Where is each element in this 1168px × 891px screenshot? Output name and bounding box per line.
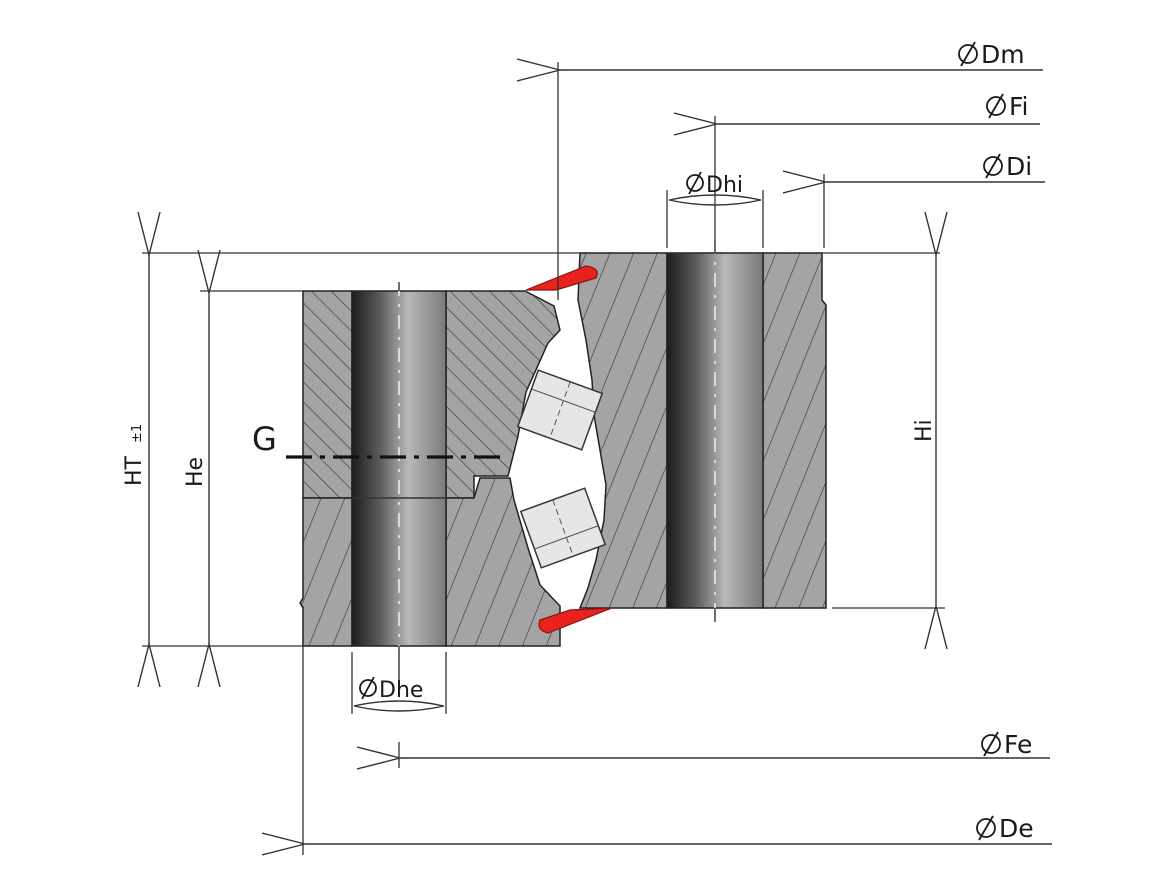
roller-lower xyxy=(519,487,607,569)
dhe-span xyxy=(353,700,445,712)
inner-ring xyxy=(577,252,827,609)
label-g: G xyxy=(252,420,277,458)
dimension-lines xyxy=(149,70,1052,844)
label-fe: Fe xyxy=(1004,730,1032,759)
label-dhe: Dhe xyxy=(379,678,423,703)
label-ht: HT xyxy=(122,455,147,486)
label-he: He xyxy=(183,457,208,487)
diameter-symbol-icon xyxy=(359,41,1006,841)
outer-ring xyxy=(299,290,561,647)
label-di: Di xyxy=(1006,152,1032,181)
label-dhi: Dhi xyxy=(706,173,743,198)
label-ht-tolerance: ±1 xyxy=(130,424,145,443)
seal-bottom xyxy=(538,607,613,634)
extension-lines xyxy=(142,62,945,855)
seal-top xyxy=(525,265,598,291)
label-de: De xyxy=(999,814,1034,843)
label-fi: Fi xyxy=(1009,92,1029,121)
dhi-span xyxy=(668,194,762,206)
label-hi: Hi xyxy=(912,419,937,442)
center-lines xyxy=(398,240,716,660)
roller-upper xyxy=(516,369,604,451)
label-dm: Dm xyxy=(981,40,1025,69)
